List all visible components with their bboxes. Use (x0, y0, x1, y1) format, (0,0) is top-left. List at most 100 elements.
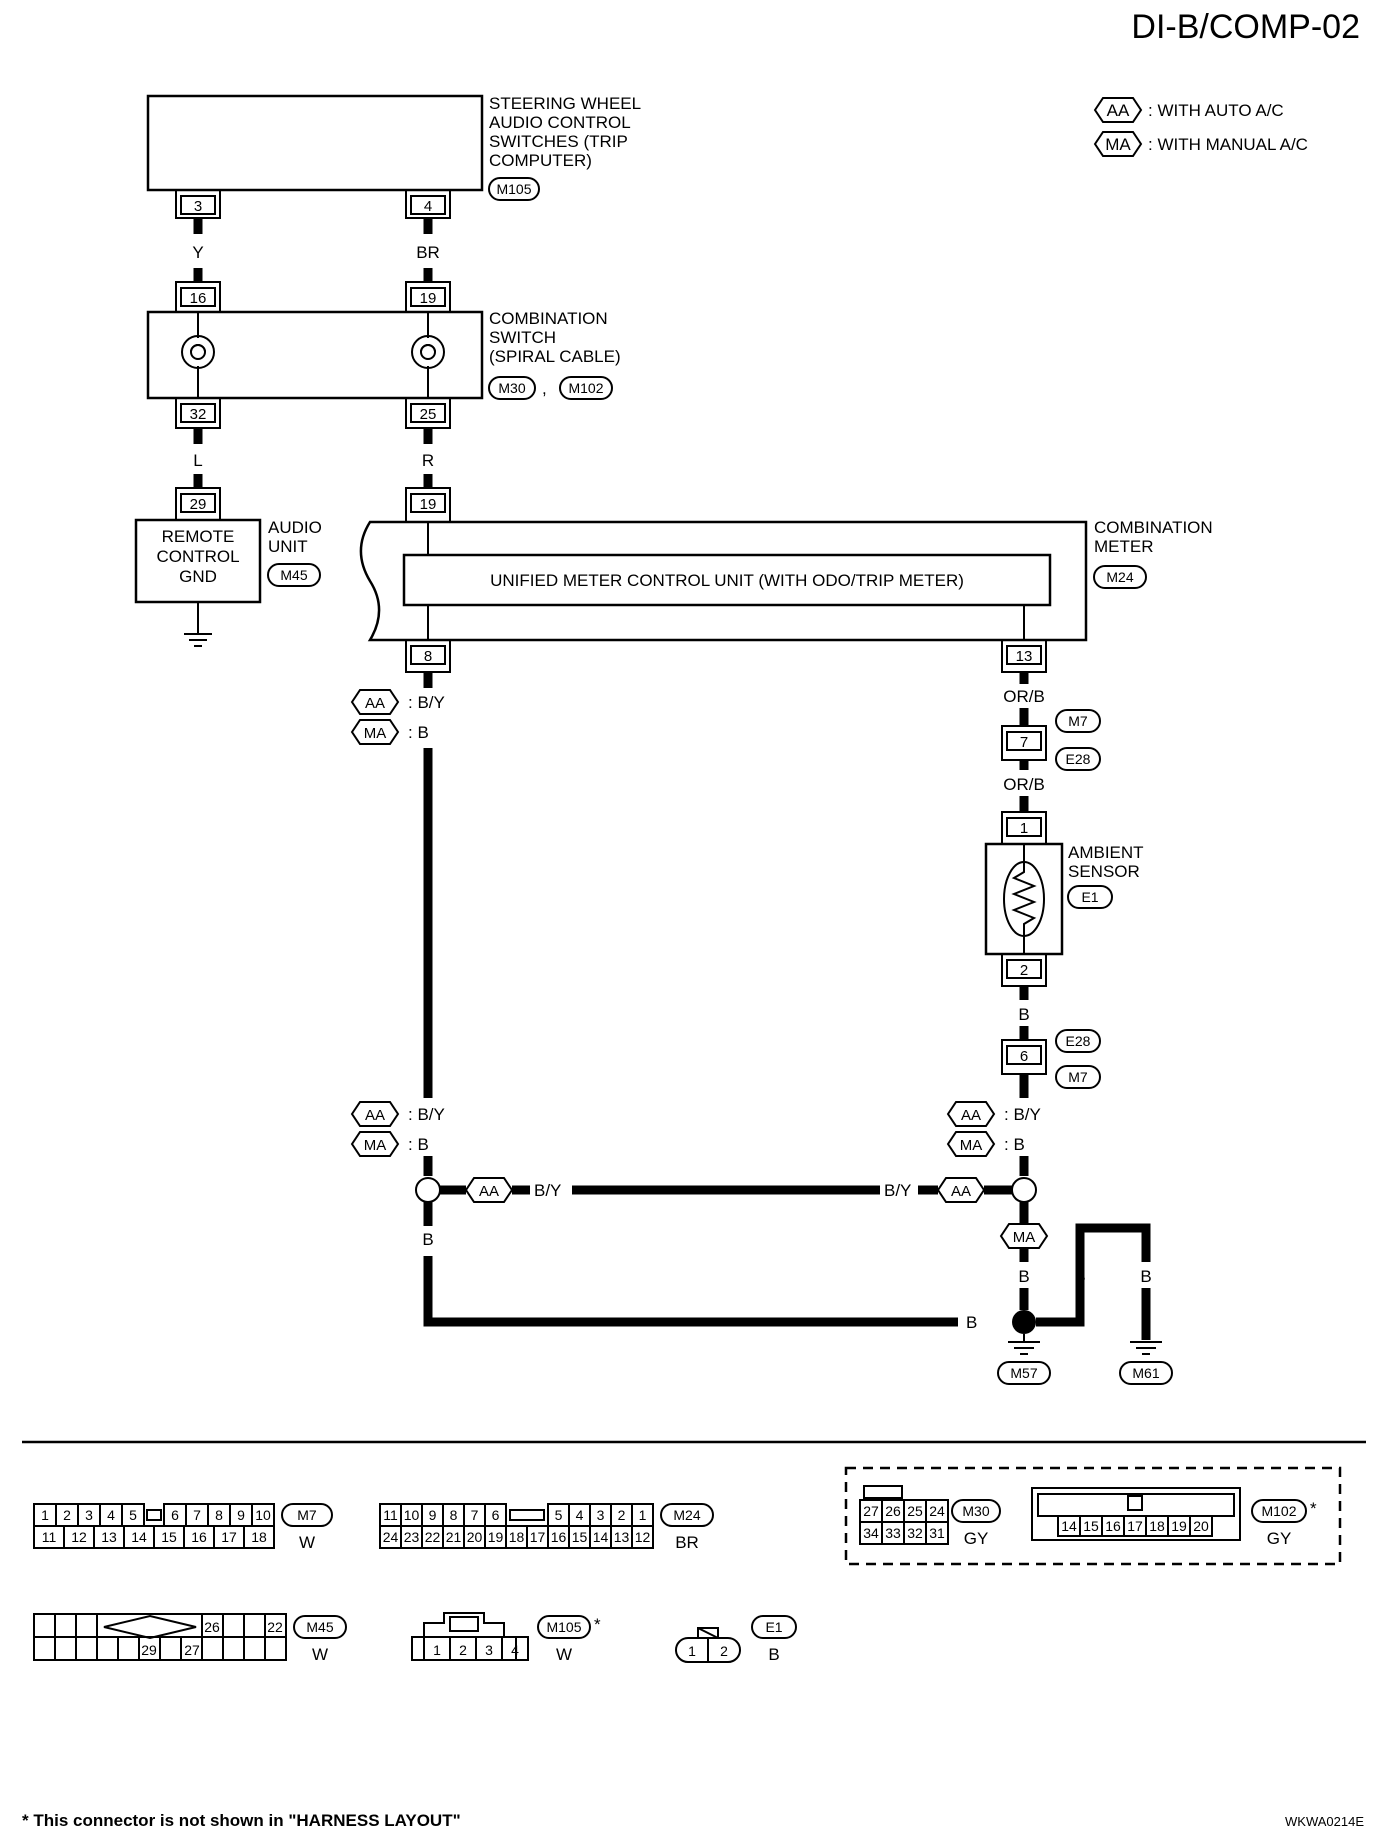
pin-label: 18 (1149, 1518, 1165, 1534)
svg-text:1: 1 (688, 1643, 696, 1659)
svg-text:AA: AA (951, 1183, 971, 1200)
svg-text:22: 22 (267, 1619, 283, 1635)
connector-id-label: M102 (1261, 1503, 1296, 1519)
audio-unit: 29 REMOTE CONTROL GND AUDIO UNIT M45 (134, 487, 322, 647)
steering-name-3: SWITCHES (TRIP (489, 132, 628, 151)
joint-connector-6: 6 E28 M7 (1001, 1029, 1101, 1089)
legend-ma-text: : WITH MANUAL A/C (1148, 135, 1308, 154)
connector-color-label: GY (1267, 1529, 1292, 1548)
pin-label: 4 (107, 1507, 115, 1523)
wire-label-ma-right-bottom: MA (999, 1223, 1049, 1249)
wire-color-by-h-right: B/Y (884, 1181, 911, 1200)
audio-inner-2: CONTROL (156, 547, 239, 566)
audio-connector-badge (267, 563, 321, 587)
ground-m57-label: M57 (1010, 1365, 1037, 1381)
audio-name-1: AUDIO (268, 518, 322, 537)
wire-color-b-sensor: B (1018, 1005, 1029, 1024)
svg-text:MA: MA (364, 1137, 387, 1154)
pin-label: 15 (572, 1529, 588, 1545)
pin-8-meter: 8 (424, 648, 432, 665)
wire-color-l: L (193, 451, 202, 470)
legend: AA : WITH AUTO A/C MA : WITH MANUAL A/C (1093, 97, 1308, 157)
pin-label: 16 (551, 1529, 567, 1545)
connector-face-e1: 1 2 E1 B (675, 1615, 797, 1664)
connector-id-label: M24 (673, 1507, 700, 1523)
svg-text:27: 27 (184, 1642, 200, 1658)
pin-1-sensor: 1 (1020, 820, 1028, 837)
wire-ground-loop (1036, 1223, 1151, 1327)
audio-unit-box (134, 518, 262, 604)
meter-name-2: METER (1094, 537, 1154, 556)
pin-label: 21 (446, 1529, 462, 1545)
svg-text:W: W (556, 1645, 572, 1664)
legend-ma-tag: MA (1105, 135, 1131, 154)
svg-text:4: 4 (511, 1642, 519, 1658)
wire-label-aa-left-mid: AA : B/Y (350, 1101, 445, 1127)
switch-name-2: SWITCH (489, 328, 556, 347)
wire-color-orb-1: OR/B (1003, 687, 1045, 706)
option-splice-right (1011, 1177, 1037, 1203)
wire-label-ma-right-mid: MA : B (946, 1131, 1025, 1157)
sensor-connector-badge (1067, 885, 1113, 909)
pin-label: 18 (251, 1529, 267, 1545)
steering-name-1: STEERING WHEEL (489, 94, 641, 113)
legend-ma-badge (1093, 131, 1143, 157)
pin-label: 23 (404, 1529, 420, 1545)
pin-label: 12 (635, 1529, 651, 1545)
wire-color-y: Y (192, 243, 203, 262)
wire-label-aa-right-mid: AA : B/Y (946, 1101, 1041, 1127)
audio-inner-1: REMOTE (162, 527, 235, 546)
connector-color-label: GY (964, 1529, 989, 1548)
pin-29-audio: 29 (190, 496, 207, 513)
svg-text:E1: E1 (765, 1619, 782, 1635)
switch-connector-2: M102 (568, 380, 603, 396)
wire-color-b-loop-1: B (1074, 1267, 1085, 1286)
wire-label-ma-left-top: MA : B (350, 719, 429, 745)
sensor-connector-id: E1 (1081, 889, 1098, 905)
meter-connector-badge (1093, 565, 1147, 589)
pin-label: 25 (907, 1503, 923, 1519)
pin-label: 6 (492, 1507, 500, 1523)
page-title: DI-B/COMP-02 (1131, 8, 1360, 46)
audio-name-2: UNIT (268, 537, 308, 556)
wire-label-ma-left-mid: MA : B (350, 1131, 429, 1157)
pin-label: 2 (63, 1507, 71, 1523)
pin-label: 16 (1105, 1518, 1121, 1534)
pin-25-switch: 25 (420, 406, 437, 423)
pin-label: 32 (907, 1525, 923, 1541)
combination-meter: 19 UNIFIED METER CONTROL UNIT (WITH ODO/… (359, 487, 1213, 673)
wire-label-aa-horizontal-left: AA (464, 1177, 514, 1203)
steering-switch-box (146, 94, 484, 192)
pin-label: 3 (85, 1507, 93, 1523)
pin-label: 1 (41, 1507, 49, 1523)
pin-label: 17 (530, 1529, 546, 1545)
svg-text:1: 1 (433, 1642, 441, 1658)
option-splice-left (415, 1177, 441, 1203)
joint-badge-e28-top (1055, 747, 1101, 771)
connector-id-label: M7 (297, 1507, 317, 1523)
svg-text:,: , (542, 379, 547, 398)
svg-text:: B/Y: : B/Y (408, 693, 445, 712)
ground-m61-label: M61 (1132, 1365, 1159, 1381)
legend-aa-tag: AA (1107, 101, 1130, 120)
sensor-name-2: SENSOR (1068, 862, 1140, 881)
pin-label: 7 (193, 1507, 201, 1523)
pin-19-meter: 19 (420, 496, 437, 513)
pin-label: 24 (383, 1529, 399, 1545)
pin-label: 10 (255, 1507, 271, 1523)
pin-4-steering: 4 (424, 198, 432, 215)
connector-color-label: BR (675, 1533, 699, 1552)
pin-label: 3 (597, 1507, 605, 1523)
switch-name-3: (SPIRAL CABLE) (489, 347, 621, 366)
wire-color-by-h-left: B/Y (534, 1181, 561, 1200)
connector-color-label: W (299, 1533, 315, 1552)
pin-label: 12 (71, 1529, 87, 1545)
pin-3-steering: 3 (194, 198, 202, 215)
pin-label: 15 (1083, 1518, 1099, 1534)
pin-label: 27 (863, 1503, 879, 1519)
pin-label: 14 (131, 1529, 147, 1545)
steering-name-2: AUDIO CONTROL (489, 113, 631, 132)
svg-text:: B: : B (1004, 1135, 1025, 1154)
